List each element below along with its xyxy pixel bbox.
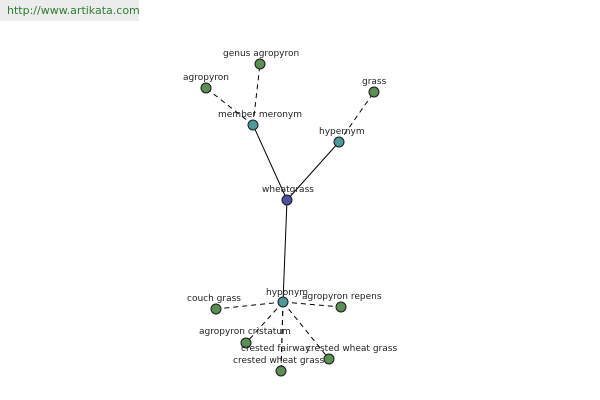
node-label-couch-grass[interactable]: couch grass — [187, 294, 241, 304]
edge-member-meronym-to-agropyron — [205, 87, 254, 126]
graph-edges — [205, 63, 375, 372]
node-label-agropyron-repens[interactable]: agropyron repens — [302, 292, 382, 302]
node-grass[interactable] — [368, 86, 380, 98]
node-label-crested-fairway[interactable]: crested fairway — [241, 344, 311, 354]
graph-nodes — [200, 58, 380, 377]
edge-hypernym-to-grass — [338, 91, 375, 143]
node-agropyron-cristatum[interactable] — [240, 337, 252, 349]
source-url-link[interactable]: http://www.artikata.com — [7, 4, 140, 17]
node-label-member-meronym[interactable]: member meronym — [218, 110, 302, 120]
node-label-agropyron-cristatum[interactable]: agropyron cristatum — [199, 327, 291, 337]
edge-hyponym-to-couch-grass — [215, 301, 284, 310]
node-couch-grass[interactable] — [210, 303, 222, 315]
node-label-genus-agropyron[interactable]: genus agropyron — [223, 49, 299, 59]
node-label-wheatgrass[interactable]: wheatgrass — [262, 185, 314, 195]
edge-wheatgrass-to-hyponym — [282, 199, 288, 303]
edge-hyponym-to-crested-wheatgrass-2 — [282, 301, 330, 360]
node-crested-fairway[interactable] — [275, 365, 287, 377]
edge-hyponym-to-crested-wheat-grass — [280, 301, 284, 372]
source-url-bar: http://www.artikata.com — [0, 0, 140, 21]
edge-member-meronym-to-genus-agropyron — [252, 63, 261, 126]
node-label-crested-wheat-grass[interactable]: crested wheat grass — [233, 356, 324, 366]
node-genus-agropyron[interactable] — [254, 58, 266, 70]
node-label-hyponym[interactable]: hyponym — [266, 288, 308, 298]
node-wheatgrass[interactable] — [281, 194, 293, 206]
node-member-meronym[interactable] — [247, 119, 259, 131]
node-label-hypernym[interactable]: hypernym — [319, 127, 365, 137]
node-hyponym[interactable] — [277, 296, 289, 308]
graph-labels: wheatgrass member meronym hypernym hyponym g… — [183, 49, 397, 366]
node-label-agropyron[interactable]: agropyron — [183, 73, 229, 83]
node-agropyron-repens[interactable] — [335, 301, 347, 313]
edge-hyponym-to-agropyron-repens — [282, 301, 342, 308]
node-label-grass[interactable]: grass — [362, 77, 387, 87]
edge-wheatgrass-to-member-meronym — [252, 124, 288, 201]
edge-hyponym-to-agropyron-cristatum — [245, 301, 284, 344]
node-agropyron[interactable] — [200, 82, 212, 94]
node-label-crested-wheatgrass-2[interactable]: crested wheat grass — [306, 344, 397, 354]
edge-wheatgrass-to-hypernym — [286, 141, 340, 201]
node-hypernym[interactable] — [333, 136, 345, 148]
node-crested-wheatgrass-2[interactable] — [323, 353, 335, 365]
